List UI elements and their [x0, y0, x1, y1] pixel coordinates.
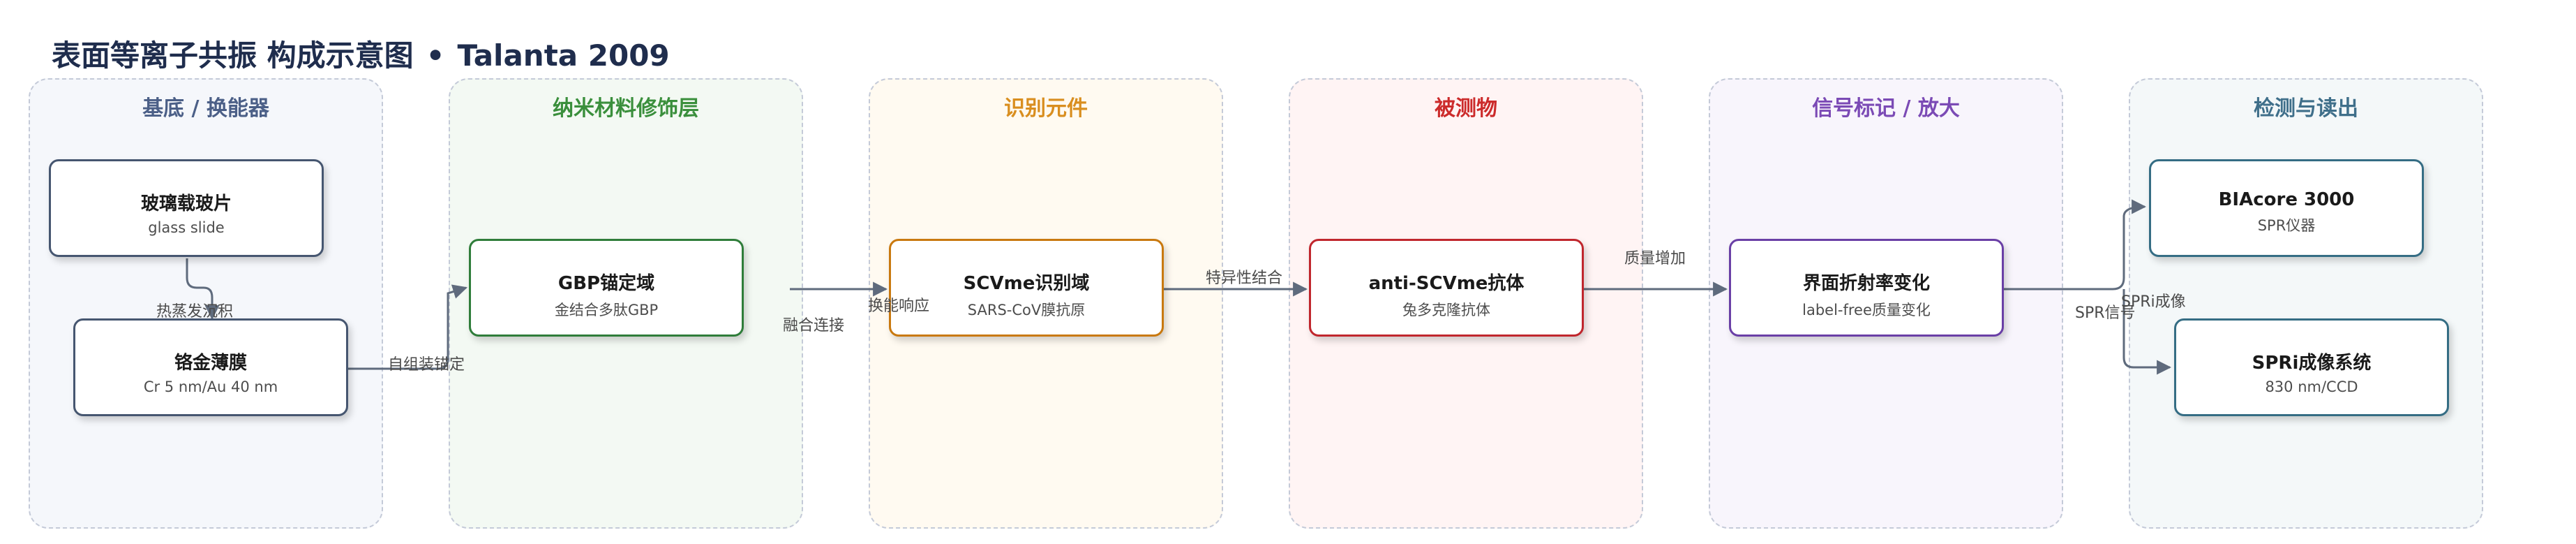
stage-substrate: 基底 / 换能器 — [29, 78, 383, 529]
node-title: BIAcore 3000 — [2218, 189, 2355, 210]
node-title: SPRi成像系统 — [2252, 353, 2372, 374]
title-text: 表面等离子共振 构成示意图 — [52, 38, 414, 73]
node-scvme-domain: SCVme识别域 SARS-CoV膜抗原 — [889, 239, 1164, 337]
stage-title-substrate: 基底 / 换能器 — [142, 96, 269, 121]
diagram-title: 表面等离子共振 构成示意图 • Talanta 2009 — [52, 32, 670, 75]
node-subtitle: 兔多克隆抗体 — [1402, 302, 1490, 318]
edge-label-spri: SPRi成像 — [2121, 293, 2186, 311]
node-subtitle: label-free质量变化 — [1802, 302, 1931, 318]
stage-detection: 检测与读出 — [2129, 78, 2483, 529]
node-subtitle: 金结合多肽GBP — [554, 302, 659, 318]
node-gbp-anchor: GBP锚定域 金结合多肽GBP — [469, 239, 744, 337]
stage-title-recognition: 识别元件 — [1004, 96, 1088, 121]
node-title: SCVme识别域 — [963, 273, 1090, 294]
stage-title-detection: 检测与读出 — [2254, 96, 2358, 121]
node-title: 玻璃载玻片 — [140, 193, 232, 214]
node-subtitle: SARS-CoV膜抗原 — [967, 302, 1086, 318]
edge-label-bind: 特异性结合 — [1206, 270, 1283, 287]
edge-spr — [2000, 199, 2147, 291]
node-anti-scvme: anti-SCVme抗体 兔多克隆抗体 — [1309, 239, 1584, 337]
node-title: 铬金薄膜 — [174, 353, 247, 374]
node-title: 界面折射率变化 — [1802, 273, 1930, 294]
stage-title-analyte: 被测物 — [1435, 96, 1497, 121]
edge-label-selfasm: 自组装锚定 — [388, 356, 465, 374]
node-glass-slide: 玻璃载玻片 glass slide — [49, 159, 324, 257]
node-subtitle: Cr 5 nm/Au 40 nm — [143, 378, 278, 395]
edge-label-spr: SPR信号 — [2075, 304, 2136, 322]
stage-title-nanomaterial: 纳米材料修饰层 — [553, 96, 699, 121]
edge-label-mass: 质量增加 — [1624, 250, 1686, 267]
edge-label-thermal: 热蒸发沉积 — [156, 303, 234, 321]
node-title: anti-SCVme抗体 — [1368, 273, 1525, 294]
node-subtitle: SPR仪器 — [2257, 217, 2316, 234]
title-separator: • — [426, 38, 445, 73]
edge-label-resp: 换能响应 — [868, 297, 930, 315]
edge-label-fusion: 融合连接 — [783, 317, 845, 335]
node-cr-au-film: 铬金薄膜 Cr 5 nm/Au 40 nm — [73, 318, 348, 416]
node-refractive-index: 界面折射率变化 label-free质量变化 — [1729, 239, 2004, 337]
node-subtitle: 830 nm/CCD — [2265, 378, 2358, 395]
edge-spri — [2122, 289, 2172, 375]
node-title: GBP锚定域 — [557, 273, 655, 294]
stage-title-signal: 信号标记 / 放大 — [1812, 96, 1960, 121]
node-biacore: BIAcore 3000 SPR仪器 — [2149, 159, 2424, 257]
node-spri-system: SPRi成像系统 830 nm/CCD — [2174, 318, 2449, 416]
node-subtitle: glass slide — [148, 219, 225, 236]
edge-thermal — [186, 258, 220, 321]
edge-selfasm — [347, 284, 468, 370]
title-source: Talanta 2009 — [457, 38, 670, 73]
